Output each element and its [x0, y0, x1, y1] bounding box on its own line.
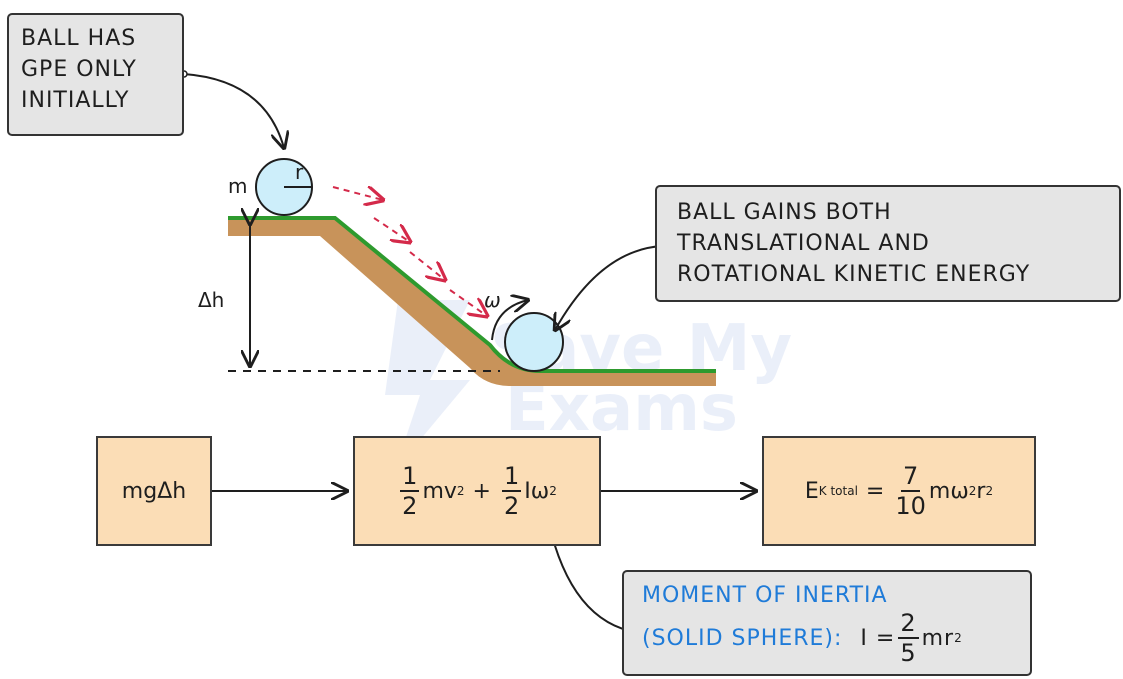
ke-term-2: Iω [524, 478, 550, 504]
inertia-title: MOMENT OF INERTIA [642, 583, 888, 608]
inertia-numerator: 2 [898, 609, 919, 639]
inertia-fraction: 2 5 [898, 609, 919, 667]
callout-gains-line-1: BALL GAINS BOTH [677, 200, 892, 225]
ke-half-1: 1 2 [400, 462, 420, 520]
total-denominator: 10 [895, 492, 926, 520]
inertia-exponent: 2 [954, 630, 963, 645]
radius-label: r [295, 160, 304, 184]
inertia-rhs: mr [921, 625, 955, 651]
ke-term-1: mv [422, 478, 457, 504]
callout-gains-ke: BALL GAINS BOTH TRANSLATIONAL AND ROTATI… [655, 185, 1121, 302]
total-numerator: 7 [900, 462, 921, 492]
rotation-arrow [491, 300, 528, 341]
gpe-expression: mgΔh [121, 478, 187, 504]
omega-label: ω [484, 288, 501, 312]
ramp-ground [228, 218, 716, 386]
total-term-1: mω [928, 478, 969, 504]
inertia-denominator: 5 [900, 639, 917, 667]
ke-half-2: 1 2 [501, 462, 522, 520]
ke-exp-2: 2 [549, 484, 557, 498]
path-arrow-4 [449, 289, 487, 316]
ke-half-1-den: 2 [402, 492, 418, 520]
path-arrow-1 [332, 187, 383, 200]
connector-gains [555, 245, 663, 330]
connector-initial [183, 73, 284, 148]
callout-gains-line-2: TRANSLATIONAL AND [677, 231, 930, 256]
total-exp-2: 2 [985, 484, 994, 498]
total-term-2: r [976, 478, 986, 504]
ball-bottom [504, 312, 564, 372]
total-lhs: E [804, 478, 819, 504]
callout-initial-line-3: INITIALLY [21, 88, 130, 113]
total-subscript: K total [818, 484, 858, 498]
ke-exp-1: 2 [456, 484, 465, 498]
total-exp-1: 2 [968, 484, 977, 498]
total-equals: = [865, 478, 885, 504]
callout-moment-of-inertia: MOMENT OF INERTIA (SOLID SPHERE): I = 2 … [622, 570, 1032, 676]
ke-half-2-den: 2 [503, 492, 520, 520]
ke-half-2-num: 1 [501, 462, 522, 492]
inertia-lhs: I = [860, 625, 896, 651]
total-fraction: 7 10 [895, 464, 926, 518]
callout-initial-line-2: GPE ONLY [21, 57, 137, 82]
callout-initial-gpe: BALL HAS GPE ONLY INITIALLY [7, 13, 184, 136]
ke-plus: + [472, 478, 491, 504]
inertia-label: (SOLID SPHERE): [642, 625, 843, 651]
height-label: Δh [198, 288, 225, 312]
box-gpe: mgΔh [96, 436, 212, 546]
path-arrow-3 [409, 251, 445, 280]
callout-gains-line-3: ROTATIONAL KINETIC ENERGY [677, 262, 1031, 287]
ke-half-1-num: 1 [400, 462, 420, 492]
path-arrow-2 [373, 217, 410, 242]
callout-initial-line-1: BALL HAS [21, 26, 137, 51]
mass-label: m [228, 174, 248, 198]
